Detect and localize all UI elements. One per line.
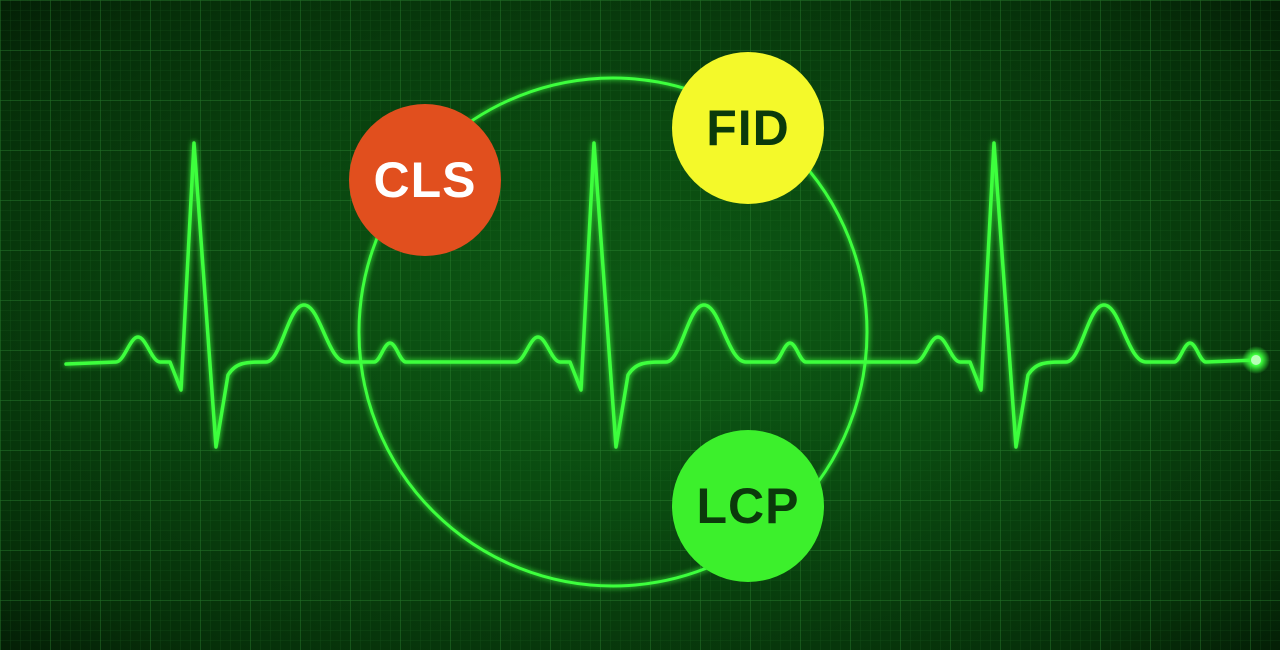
cls-label: CLS — [373, 152, 477, 208]
trace-end-dot — [1251, 355, 1261, 365]
cls-badge: CLS — [349, 104, 501, 256]
metrics-ring — [357, 76, 869, 588]
ecg-trace — [64, 141, 1258, 449]
fid-label: FID — [706, 100, 790, 156]
lcp-label: LCP — [696, 478, 800, 534]
lcp-badge: LCP — [672, 430, 824, 582]
fid-badge: FID — [672, 52, 824, 204]
